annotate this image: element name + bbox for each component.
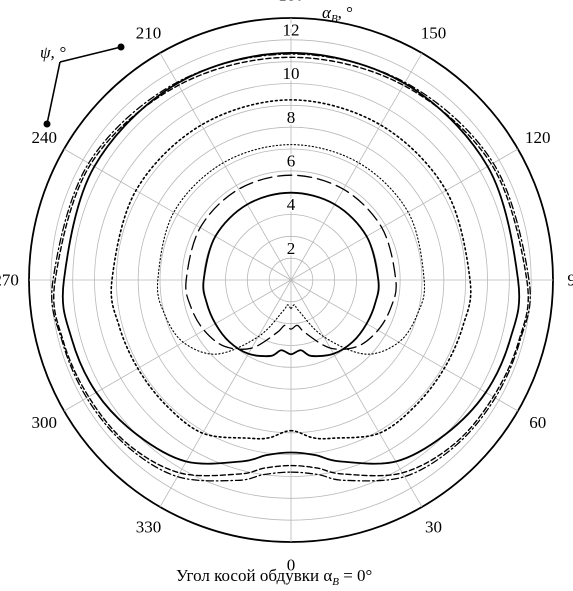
polar-grid xyxy=(28,17,554,543)
series-line-5 xyxy=(61,52,521,465)
chart-caption: Угол косой обдувки αВ = 0° xyxy=(176,566,372,586)
radial-tick-label-2: 2 xyxy=(287,239,296,258)
grid-spoke-300 xyxy=(63,279,292,412)
grid-spoke-120 xyxy=(290,148,519,281)
grid-spoke-240 xyxy=(63,148,292,281)
angle-tick-label-300: 300 xyxy=(31,413,57,432)
angle-tick-label-60: 60 xyxy=(529,413,546,432)
grid-spoke-30 xyxy=(290,279,423,508)
series-line-7 xyxy=(51,53,531,482)
angle-tick-label-270: 270 xyxy=(0,271,19,290)
radial-tick-label-4: 4 xyxy=(287,195,296,214)
psi-indicator-dot-top xyxy=(117,43,125,51)
angle-tick-label-240: 240 xyxy=(31,128,57,147)
angle-tick-label-90: 90 xyxy=(567,271,573,290)
series-line-4 xyxy=(110,99,472,440)
grid-spoke-330 xyxy=(159,279,292,508)
series-line-1 xyxy=(202,191,380,358)
psi-indicator-line-down xyxy=(46,61,61,125)
radial-tick-label-12: 12 xyxy=(283,21,300,40)
angle-tick-label-180: 180 xyxy=(278,0,304,5)
angle-tick-label-0: 0 xyxy=(287,555,296,574)
angle-tick-label-30: 30 xyxy=(425,517,442,536)
tick-labels: 0 30 60 90 120 150 180 210 240 270 300 330 2 4 6 8 10 12 xyxy=(0,0,573,574)
series-line-3 xyxy=(156,144,426,355)
angle-tick-label-210: 210 xyxy=(136,24,162,43)
grid-spoke-150 xyxy=(290,52,423,281)
series-line-6 xyxy=(53,56,529,477)
angle-unit-label: αВ, ° xyxy=(322,3,353,25)
angle-tick-label-150: 150 xyxy=(421,24,447,43)
psi-indicator-dot-bottom xyxy=(43,120,51,128)
grid-spoke-210 xyxy=(159,52,292,281)
series-line-2 xyxy=(185,174,397,350)
angle-tick-label-120: 120 xyxy=(525,128,551,147)
angle-tick-label-330: 330 xyxy=(136,517,162,536)
grid-spoke-60 xyxy=(290,279,519,412)
psi-indicator: ψ, ° xyxy=(40,43,125,128)
psi-unit-label: ψ, ° xyxy=(40,43,66,62)
series-layer xyxy=(51,52,531,482)
psi-indicator-line-top xyxy=(59,46,122,63)
radial-tick-label-6: 6 xyxy=(287,152,296,171)
radial-tick-label-8: 8 xyxy=(287,108,296,127)
radial-tick-label-10: 10 xyxy=(283,64,300,83)
